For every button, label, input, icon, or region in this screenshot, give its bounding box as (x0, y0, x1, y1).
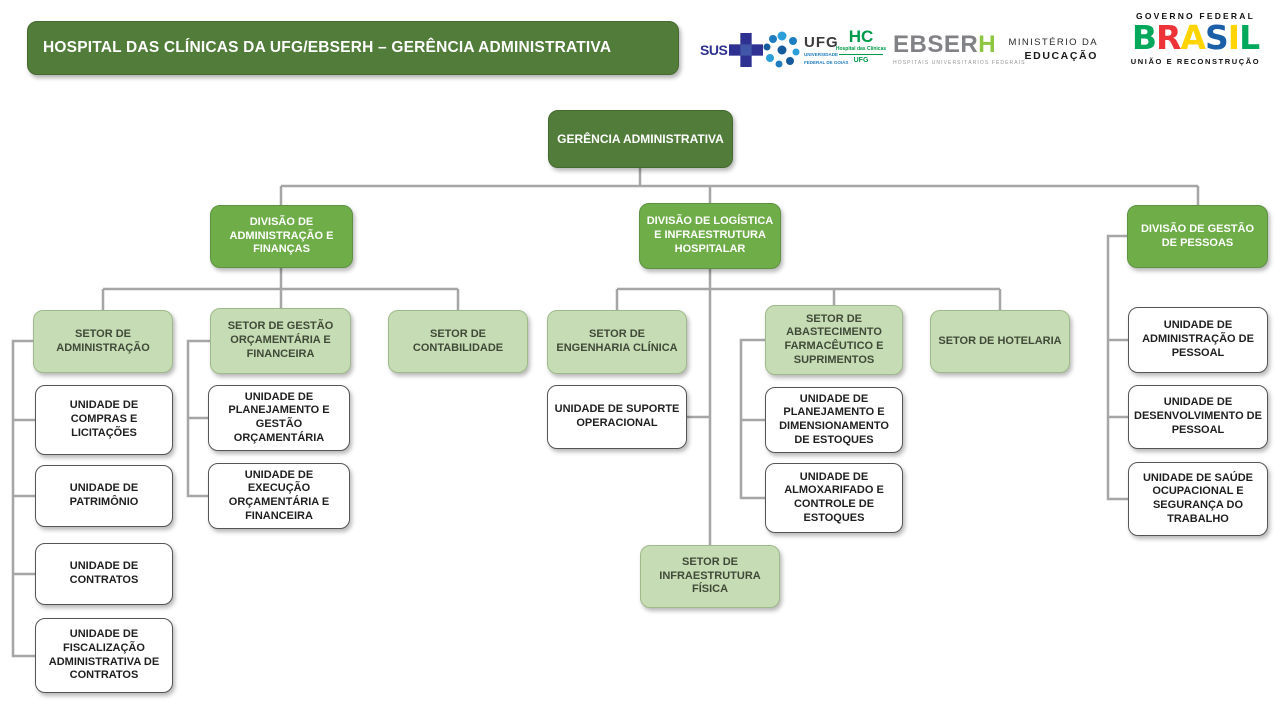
ministerio-educacao-logo: MINISTÉRIO DA EDUCAÇÃO (1003, 37, 1098, 62)
node-unidade-saude-ocupacional: UNIDADE DE SAÚDE OCUPACIONAL E SEGURANÇA… (1128, 462, 1268, 536)
node-unidade-administracao-pessoal: UNIDADE DE ADMINISTRAÇÃO DE PESSOAL (1128, 307, 1268, 373)
node-setor-administracao: SETOR DE ADMINISTRAÇÃO (33, 310, 173, 373)
node-unidade-fiscalizacao-contratos: UNIDADE DE FISCALIZAÇÃO ADMINISTRATIVA D… (35, 618, 173, 693)
ufg-logo-acronym: UFG (804, 34, 839, 52)
header-title-bar: HOSPITAL DAS CLÍNICAS DA UFG/EBSERH – GE… (27, 21, 679, 75)
sus-logo: SUS (700, 30, 764, 70)
hc-logo-ufg: UFG (853, 57, 869, 64)
node-unidade-compras-licitacoes: UNIDADE DE COMPRAS E LICITAÇÕES (35, 385, 173, 455)
sus-cross-icon (729, 33, 764, 67)
node-setor-hotelaria: SETOR DE HOTELARIA (930, 310, 1070, 373)
node-unidade-patrimonio: UNIDADE DE PATRIMÔNIO (35, 465, 173, 527)
ufg-logo-subtext-2: FEDERAL DE GOIÁS (804, 59, 849, 65)
mec-line-1: MINISTÉRIO DA (1008, 37, 1098, 48)
node-setor-gestao-orcamentaria-financeira: SETOR DE GESTÃO ORÇAMENTÁRIA E FINANCEIR… (210, 308, 351, 374)
hc-logo-divider (839, 54, 883, 55)
uniao-reconstrucao-text: UNIÃO E RECONSTRUÇÃO (1130, 56, 1261, 66)
sus-logo-text: SUS (700, 42, 728, 58)
node-unidade-execucao-orcamentaria-financeira: UNIDADE DE EXECUÇÃO ORÇAMENTÁRIA E FINAN… (208, 463, 350, 529)
node-unidade-planejamento-dimensionamento-estoques: UNIDADE DE PLANEJAMENTO E DIMENSIONAMENT… (765, 387, 903, 453)
node-unidade-planejamento-gestao-orcamentaria: UNIDADE DE PLANEJAMENTO E GESTÃO ORÇAMEN… (208, 385, 350, 451)
ebserh-logo-h: H (978, 31, 997, 58)
page-title: HOSPITAL DAS CLÍNICAS DA UFG/EBSERH – GE… (43, 39, 612, 56)
node-divisao-administracao-financas: DIVISÃO DE ADMINISTRAÇÃO E FINANÇAS (210, 205, 353, 268)
node-unidade-contratos: UNIDADE DE CONTRATOS (35, 543, 173, 605)
ufg-dots-icon (763, 31, 800, 68)
node-unidade-suporte-operacional: UNIDADE DE SUPORTE OPERACIONAL (547, 385, 687, 449)
node-setor-contabilidade: SETOR DE CONTABILIDADE (388, 310, 528, 373)
governo-federal-text: GOVERNO FEDERAL (1136, 11, 1255, 21)
ebserh-logo-subtext: HOSPITAIS UNIVERSITÁRIOS FEDERAIS (893, 60, 1026, 66)
hc-logo: HC Hospital das Clínicas UFG (833, 28, 889, 64)
ebserh-logo-text: EBSER (893, 31, 979, 58)
ufg-logo-subtext-1: UNIVERSIDADE (804, 52, 839, 58)
node-setor-abastecimento-farmaceutico: SETOR DE ABASTECIMENTO FARMACÊUTICO E SU… (765, 305, 903, 375)
hc-logo-acronym: HC (848, 27, 874, 46)
ebserh-logo: EBSERH HOSPITAIS UNIVERSITÁRIOS FEDERAIS (893, 31, 1026, 67)
node-setor-engenharia-clinica: SETOR DE ENGENHARIA CLÍNICA (547, 310, 687, 374)
node-divisao-logistica-infraestrutura: DIVISÃO DE LOGÍSTICA E INFRAESTRUTURA HO… (639, 203, 781, 269)
governo-federal-logo: GOVERNO FEDERAL BRASIL UNIÃO E RECONSTRU… (1123, 11, 1268, 66)
node-divisao-gestao-pessoas: DIVISÃO DE GESTÃO DE PESSOAS (1127, 205, 1268, 268)
mec-line-2: EDUCAÇÃO (1024, 50, 1098, 62)
node-unidade-almoxarifado-controle-estoques: UNIDADE DE ALMOXARIFADO E CONTROLE DE ES… (765, 463, 903, 533)
hc-logo-name: Hospital das Clínicas (835, 46, 887, 52)
ufg-logo: UFG UNIVERSIDADE FEDERAL DE GOIÁS (763, 30, 848, 70)
node-unidade-desenvolvimento-pessoal: UNIDADE DE DESENVOLVIMENTO DE PESSOAL (1128, 385, 1268, 449)
node-gerencia-administrativa: GERÊNCIA ADMINISTRATIVA (548, 110, 733, 168)
node-setor-infraestrutura-fisica: SETOR DE INFRAESTRUTURA FÍSICA (640, 545, 780, 608)
brasil-logo-text: BRASIL (1131, 18, 1260, 57)
